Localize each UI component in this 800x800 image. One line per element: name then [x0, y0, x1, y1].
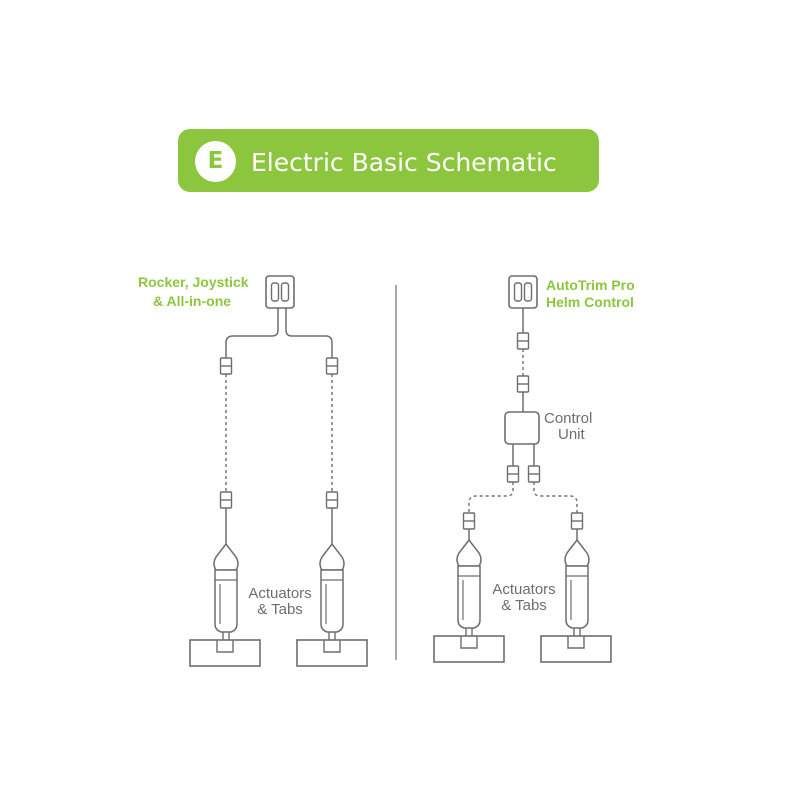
left-switch-panel-icon: [265, 275, 295, 309]
right-switch-panel-icon: [508, 275, 538, 309]
connector-icon: [527, 465, 541, 483]
actuator-icon: [456, 539, 482, 649]
left-actuators-label-line2: & Tabs: [257, 601, 303, 618]
connector-icon: [506, 465, 520, 483]
right-control-label-line1: AutoTrim Pro: [546, 277, 635, 293]
connector-icon: [570, 512, 584, 530]
trim-tab-icon: [189, 639, 261, 667]
control-unit-label-line2: Unit: [558, 426, 585, 443]
page-title: Electric Basic Schematic: [251, 148, 557, 177]
right-actuators-label-line2: & Tabs: [501, 597, 547, 614]
connector-icon: [219, 491, 233, 509]
header-banner: [178, 129, 599, 192]
control-unit-label-line1: Control: [544, 410, 593, 427]
right-control-label-line2: Helm Control: [546, 294, 634, 310]
actuator-icon: [319, 543, 345, 653]
right-wiring: [468, 308, 578, 540]
left-control-label-line1: Rocker, Joystick: [138, 274, 249, 290]
section-badge: E: [195, 141, 236, 182]
connector-icon: [219, 357, 233, 375]
left-actuators-label-line1: Actuators: [248, 585, 312, 602]
left-control-label-line2: & All-in-one: [153, 293, 232, 309]
trim-tab-icon: [296, 639, 368, 667]
connector-icon: [325, 491, 339, 509]
actuator-icon: [564, 539, 590, 649]
actuator-icon: [213, 543, 239, 653]
connector-icon: [325, 357, 339, 375]
right-actuators-label-line1: Actuators: [492, 581, 556, 598]
connector-icon: [516, 375, 530, 393]
connector-icon: [516, 332, 530, 350]
connector-icon: [462, 512, 476, 530]
control-unit-icon: [504, 411, 540, 445]
trim-tab-icon: [540, 635, 612, 663]
left-wiring: [225, 308, 333, 544]
trim-tab-icon: [433, 635, 505, 663]
